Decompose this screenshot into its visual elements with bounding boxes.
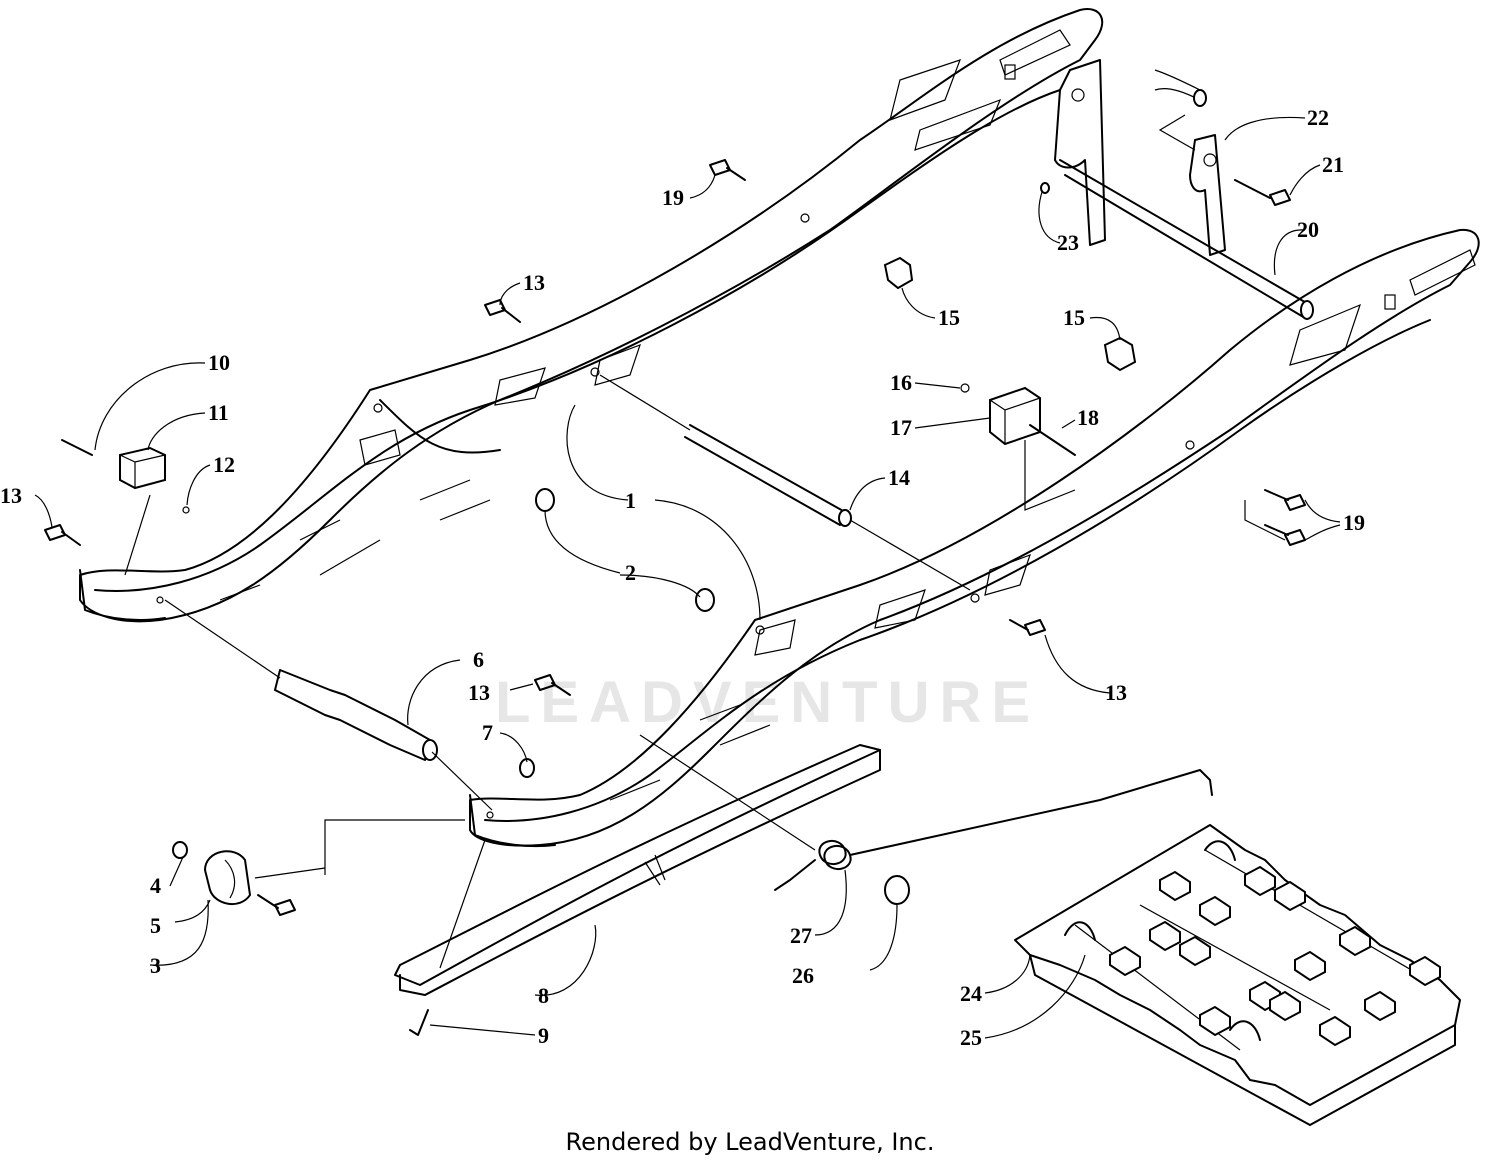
callout-10: 10 [208,350,230,375]
washers-and-bushings [172,182,1137,905]
track-lugs [1109,865,1441,1047]
bumper-pad-17 [960,383,1076,511]
leader-lines [34,116,1341,1039]
callout-19-upper: 19 [662,185,684,210]
callout-13-lower: 13 [468,680,490,705]
bolts [44,159,1306,1036]
callout-13-right: 13 [1105,680,1127,705]
callout-25: 25 [960,1025,982,1050]
slide-rail [394,744,881,996]
callout-22: 22 [1307,105,1329,130]
callout-12: 12 [213,452,235,477]
callout-7: 7 [482,720,493,745]
callout-27: 27 [790,923,812,948]
callout-9: 9 [538,1023,549,1048]
watermark: LEADVENTURE [495,670,1040,735]
callout-13-upper: 13 [523,270,545,295]
callout-24: 24 [960,981,982,1006]
left-rail [79,8,1104,623]
callout-5: 5 [150,913,161,938]
track-section [1014,824,1461,1126]
callout-17: 17 [890,415,912,440]
bumper-pad-11 [61,439,190,514]
callout-19-right: 19 [1343,510,1365,535]
callout-3: 3 [150,953,161,978]
callout-15-right: 15 [1063,305,1085,330]
callout-13-left: 13 [0,483,22,508]
front-axle-6 [164,599,493,811]
callout-20: 20 [1297,217,1319,242]
right-rail [469,228,1480,848]
callout-18: 18 [1077,405,1099,430]
callouts: 1 2 3 4 5 6 7 8 9 10 11 12 13 13 13 13 1… [0,105,1365,1050]
callout-16: 16 [890,370,912,395]
wear-block-5 [203,850,252,905]
cross-shaft-14 [599,374,971,591]
callout-4: 4 [150,873,161,898]
callout-11: 11 [208,400,229,425]
callout-8: 8 [538,983,549,1008]
torsion-spring [639,734,1213,891]
callout-1: 1 [625,488,636,513]
callout-26: 26 [792,963,814,988]
callout-15-center: 15 [938,305,960,330]
callout-23: 23 [1057,230,1079,255]
footer-credit: Rendered by LeadVenture, Inc. [565,1128,935,1156]
callout-21: 21 [1322,152,1344,177]
rear-axle-assembly [1054,59,1314,320]
callout-6: 6 [473,647,484,672]
callout-14: 14 [888,465,910,490]
callout-2: 2 [625,560,636,585]
